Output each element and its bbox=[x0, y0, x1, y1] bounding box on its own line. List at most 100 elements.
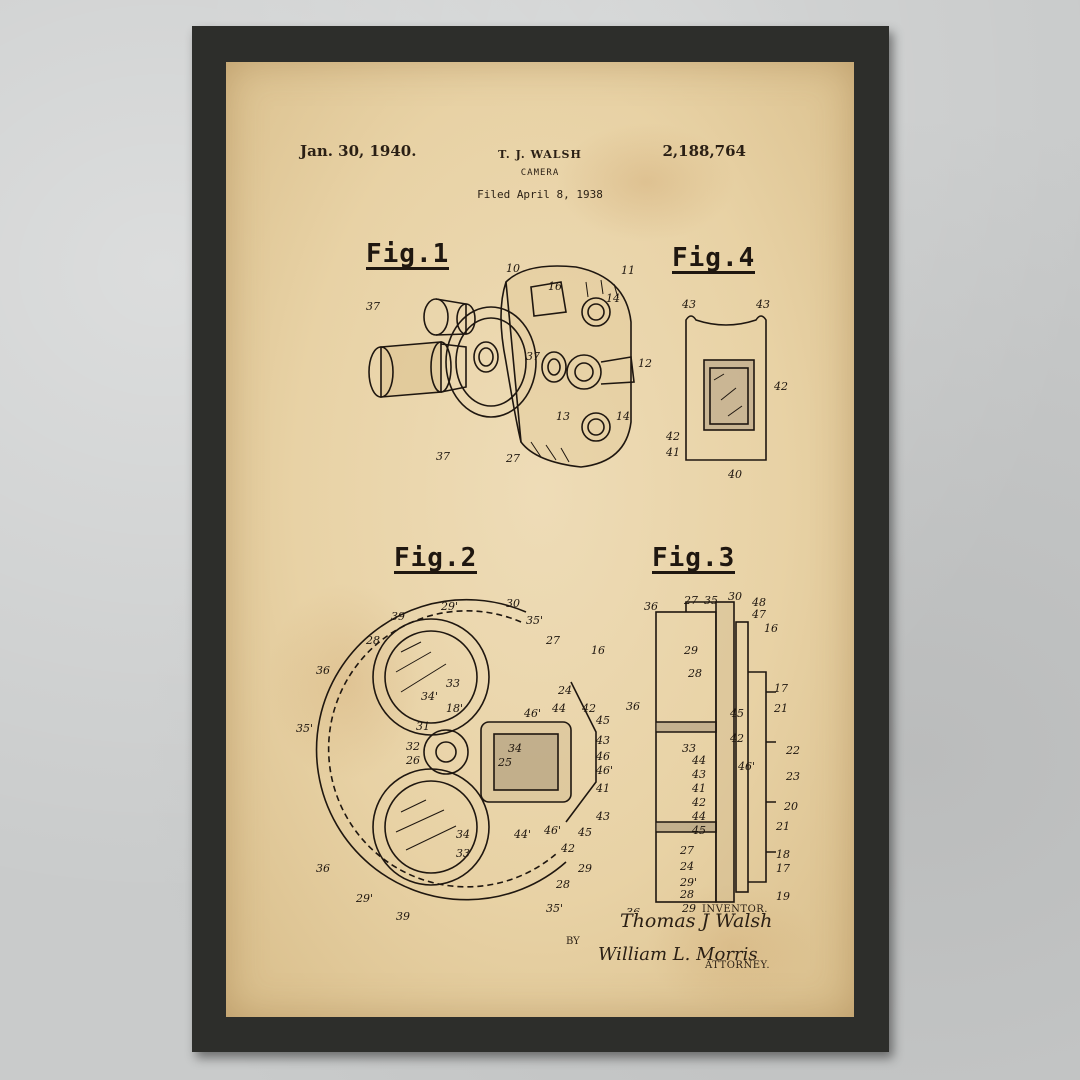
svg-text:43: 43 bbox=[691, 768, 706, 781]
svg-text:44: 44 bbox=[691, 754, 706, 767]
svg-text:29': 29' bbox=[679, 876, 697, 889]
fig-1-label: Fig.1 bbox=[366, 239, 450, 270]
svg-text:43: 43 bbox=[755, 298, 770, 311]
svg-text:43: 43 bbox=[681, 298, 696, 311]
svg-text:34': 34' bbox=[421, 690, 438, 703]
svg-text:40: 40 bbox=[727, 468, 742, 480]
svg-text:17: 17 bbox=[776, 862, 790, 875]
svg-text:36: 36 bbox=[644, 600, 658, 613]
svg-text:29: 29 bbox=[577, 862, 592, 875]
svg-text:45: 45 bbox=[577, 826, 592, 839]
svg-text:36: 36 bbox=[316, 862, 330, 875]
svg-text:42: 42 bbox=[773, 380, 788, 393]
svg-text:45: 45 bbox=[595, 714, 610, 727]
svg-text:33: 33 bbox=[456, 847, 470, 860]
svg-text:35': 35' bbox=[526, 614, 543, 627]
svg-text:37: 37 bbox=[526, 350, 540, 363]
patent-print: Jan. 30, 1940. T. J. WALSH CAMERA Filed … bbox=[226, 62, 854, 1017]
fig-2-label: Fig.2 bbox=[394, 543, 478, 574]
svg-text:37: 37 bbox=[436, 450, 450, 463]
svg-text:41: 41 bbox=[691, 782, 706, 795]
paper-stain bbox=[646, 882, 816, 1012]
attorney-label: ATTORNEY. bbox=[705, 960, 770, 971]
svg-text:22: 22 bbox=[785, 744, 800, 757]
svg-text:16: 16 bbox=[764, 622, 778, 635]
svg-text:21: 21 bbox=[775, 820, 790, 833]
svg-text:27: 27 bbox=[505, 452, 520, 465]
svg-text:44': 44' bbox=[513, 828, 531, 841]
fig-3-label: Fig.3 bbox=[652, 543, 736, 574]
svg-text:44: 44 bbox=[691, 810, 706, 823]
fig-2-turret-drawing: 30 35' 27 29' 39 28 36 33 34' 18' 31 35'… bbox=[296, 597, 613, 922]
svg-text:26: 26 bbox=[405, 754, 420, 767]
svg-text:29': 29' bbox=[355, 892, 373, 905]
svg-text:46': 46' bbox=[523, 707, 541, 720]
svg-text:18': 18' bbox=[446, 702, 463, 715]
inventor-signature: Thomas J Walsh bbox=[620, 910, 773, 932]
svg-text:37: 37 bbox=[366, 300, 380, 313]
svg-text:14: 14 bbox=[616, 410, 630, 423]
patent-number: 2,188,764 bbox=[662, 142, 746, 160]
fig-4-label: Fig.4 bbox=[672, 243, 756, 274]
svg-text:19: 19 bbox=[776, 890, 790, 903]
svg-text:21: 21 bbox=[773, 702, 788, 715]
patent-title: CAMERA bbox=[520, 168, 560, 178]
svg-text:29: 29 bbox=[681, 902, 696, 912]
paper-stain bbox=[556, 122, 736, 242]
svg-text:42: 42 bbox=[729, 732, 744, 745]
svg-text:45: 45 bbox=[729, 707, 744, 720]
svg-text:34: 34 bbox=[508, 742, 522, 755]
svg-text:30: 30 bbox=[728, 590, 742, 603]
svg-text:12: 12 bbox=[638, 357, 652, 370]
svg-text:32: 32 bbox=[406, 740, 420, 753]
svg-text:30: 30 bbox=[506, 597, 520, 610]
svg-text:36: 36 bbox=[626, 700, 640, 713]
svg-text:39: 39 bbox=[391, 610, 405, 623]
svg-text:16: 16 bbox=[548, 280, 562, 293]
svg-text:46: 46 bbox=[595, 750, 610, 763]
svg-text:33: 33 bbox=[682, 742, 696, 755]
svg-text:25: 25 bbox=[497, 756, 512, 769]
fig-1-camera-drawing: 37 14 11 10 16 12 14 13 37 27 37 bbox=[366, 262, 652, 468]
svg-text:46': 46' bbox=[543, 824, 561, 837]
picture-frame: Jan. 30, 1940. T. J. WALSH CAMERA Filed … bbox=[192, 26, 889, 1052]
svg-text:45: 45 bbox=[691, 824, 706, 837]
svg-text:35': 35' bbox=[296, 722, 313, 735]
svg-text:39: 39 bbox=[396, 910, 410, 922]
svg-text:42: 42 bbox=[560, 842, 575, 855]
svg-text:23: 23 bbox=[785, 770, 800, 783]
svg-text:42: 42 bbox=[691, 796, 706, 809]
inventor-label: INVENTOR. bbox=[701, 904, 768, 915]
svg-text:16: 16 bbox=[591, 644, 605, 657]
by-label: BY bbox=[566, 936, 580, 947]
svg-text:43: 43 bbox=[595, 810, 610, 823]
fig-3-section-drawing: 36 27 35 30 48 47 16 29 28 36 17 21 45 3… bbox=[626, 590, 800, 912]
svg-text:42: 42 bbox=[581, 702, 596, 715]
svg-text:31: 31 bbox=[416, 720, 430, 733]
svg-text:29: 29 bbox=[683, 644, 698, 657]
svg-text:17: 17 bbox=[774, 682, 788, 695]
svg-text:36: 36 bbox=[626, 906, 640, 912]
svg-text:42: 42 bbox=[666, 430, 680, 443]
svg-text:36: 36 bbox=[316, 664, 330, 677]
svg-text:28: 28 bbox=[435, 920, 450, 922]
svg-text:11: 11 bbox=[621, 264, 635, 277]
svg-text:28: 28 bbox=[555, 878, 570, 891]
svg-text:35: 35 bbox=[704, 594, 718, 607]
svg-text:41: 41 bbox=[666, 446, 680, 459]
patent-date: Jan. 30, 1940. bbox=[300, 142, 417, 160]
inventor-name: T. J. WALSH bbox=[498, 148, 582, 161]
svg-text:10: 10 bbox=[506, 262, 520, 275]
attorney-signature: William L. Morris bbox=[598, 944, 758, 965]
fig-4-film-gate-drawing: 43 43 42 42 41 40 bbox=[666, 298, 788, 480]
svg-text:34: 34 bbox=[456, 828, 470, 841]
svg-text:27: 27 bbox=[545, 634, 560, 647]
svg-text:18: 18 bbox=[776, 848, 790, 861]
svg-text:27: 27 bbox=[679, 844, 694, 857]
svg-text:28: 28 bbox=[679, 888, 694, 901]
svg-text:33: 33 bbox=[446, 677, 460, 690]
svg-text:44: 44 bbox=[551, 702, 566, 715]
svg-text:46': 46' bbox=[595, 764, 613, 777]
svg-text:27: 27 bbox=[683, 594, 698, 607]
svg-text:48: 48 bbox=[751, 596, 766, 609]
